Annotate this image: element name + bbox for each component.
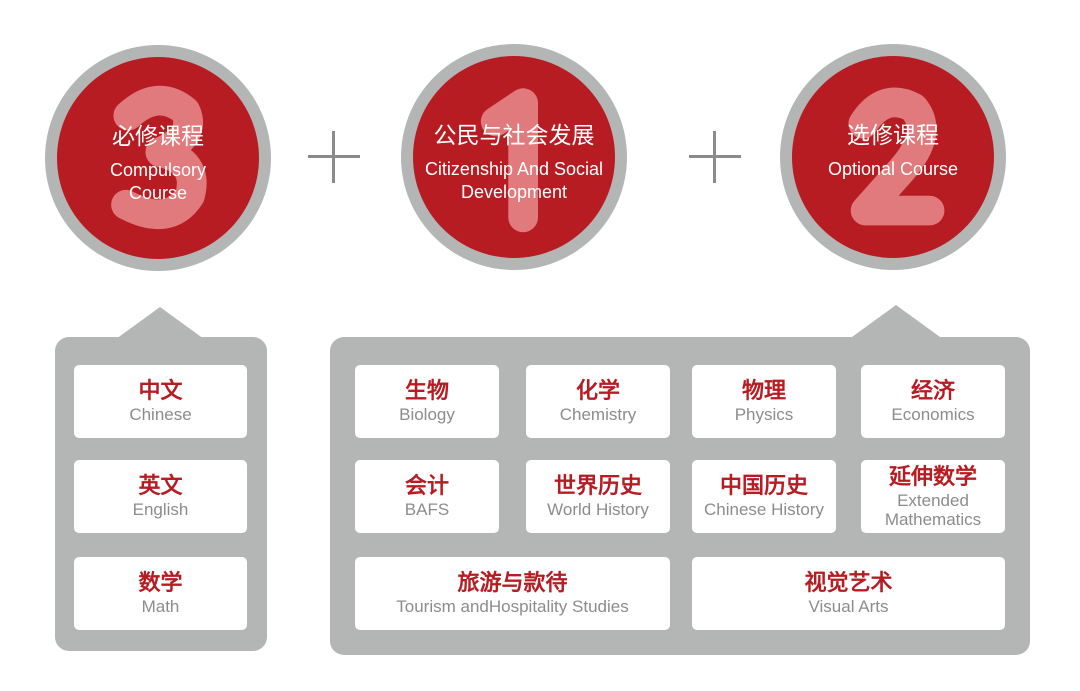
number-stroke — [848, 87, 945, 226]
course-name-en: Tourism andHospitality Studies — [396, 596, 629, 616]
circle-title-en: Optional Course — [827, 159, 959, 179]
course-name-cn: 数学 — [138, 570, 183, 596]
number-stroke — [480, 88, 538, 233]
course-name-cn: 英文 — [138, 473, 183, 499]
course-name-cn: 视觉艺术 — [804, 570, 893, 596]
course-name-cn: 会计 — [404, 473, 449, 499]
circle-number-graphic — [480, 88, 538, 233]
circle-number-graphic — [111, 85, 207, 230]
course-name-en: Biology — [399, 404, 455, 424]
course-name-en: Extended Mathematics — [884, 490, 982, 529]
course-name-cn: 旅游与款待 — [457, 570, 568, 596]
course-name-cn: 世界历史 — [553, 473, 642, 499]
course-name-en: English — [132, 499, 189, 519]
course-name-cn: 生物 — [404, 378, 449, 404]
circle-number-graphic — [848, 87, 945, 226]
compulsory-circle: 必修课程 Compulsory Course — [45, 45, 271, 271]
number-stroke — [111, 85, 207, 230]
citizenship-circle: 公民与社会发展 Citizenship And Social Developme… — [401, 44, 627, 270]
course-name-cn: 中国历史 — [719, 473, 808, 499]
course-name-cn: 延伸数学 — [888, 464, 977, 490]
circle-title-cn: 选修课程 — [847, 123, 939, 149]
course-name-en: Visual Arts — [808, 596, 889, 616]
course-name-en: BAFS — [404, 499, 450, 519]
course-name-en: Economics — [891, 404, 975, 424]
course-name-en: Chemistry — [559, 404, 637, 424]
plus-icon — [689, 131, 741, 183]
course-name-cn: 经济 — [910, 378, 955, 404]
plus-icon — [308, 131, 360, 183]
circle-title-en: Compulsory Course — [109, 160, 207, 203]
pointer — [116, 307, 204, 339]
course-name-en: Math — [141, 596, 180, 616]
course-name-cn: 化学 — [575, 378, 620, 404]
course-name-cn: 中文 — [138, 378, 183, 404]
optional-circle: 选修课程 Optional Course — [780, 44, 1006, 270]
course-name-en: World History — [547, 499, 649, 519]
course-name-en: Chinese — [129, 404, 192, 424]
circle-title-en: Citizenship And Social Development — [424, 159, 604, 202]
course-name-en: Physics — [734, 404, 794, 424]
pointer — [852, 305, 940, 337]
circle-title-cn: 必修课程 — [112, 124, 204, 150]
course-name-cn: 物理 — [741, 378, 786, 404]
course-name-en: Chinese History — [704, 499, 824, 519]
circle-title-cn: 公民与社会发展 — [433, 123, 595, 149]
